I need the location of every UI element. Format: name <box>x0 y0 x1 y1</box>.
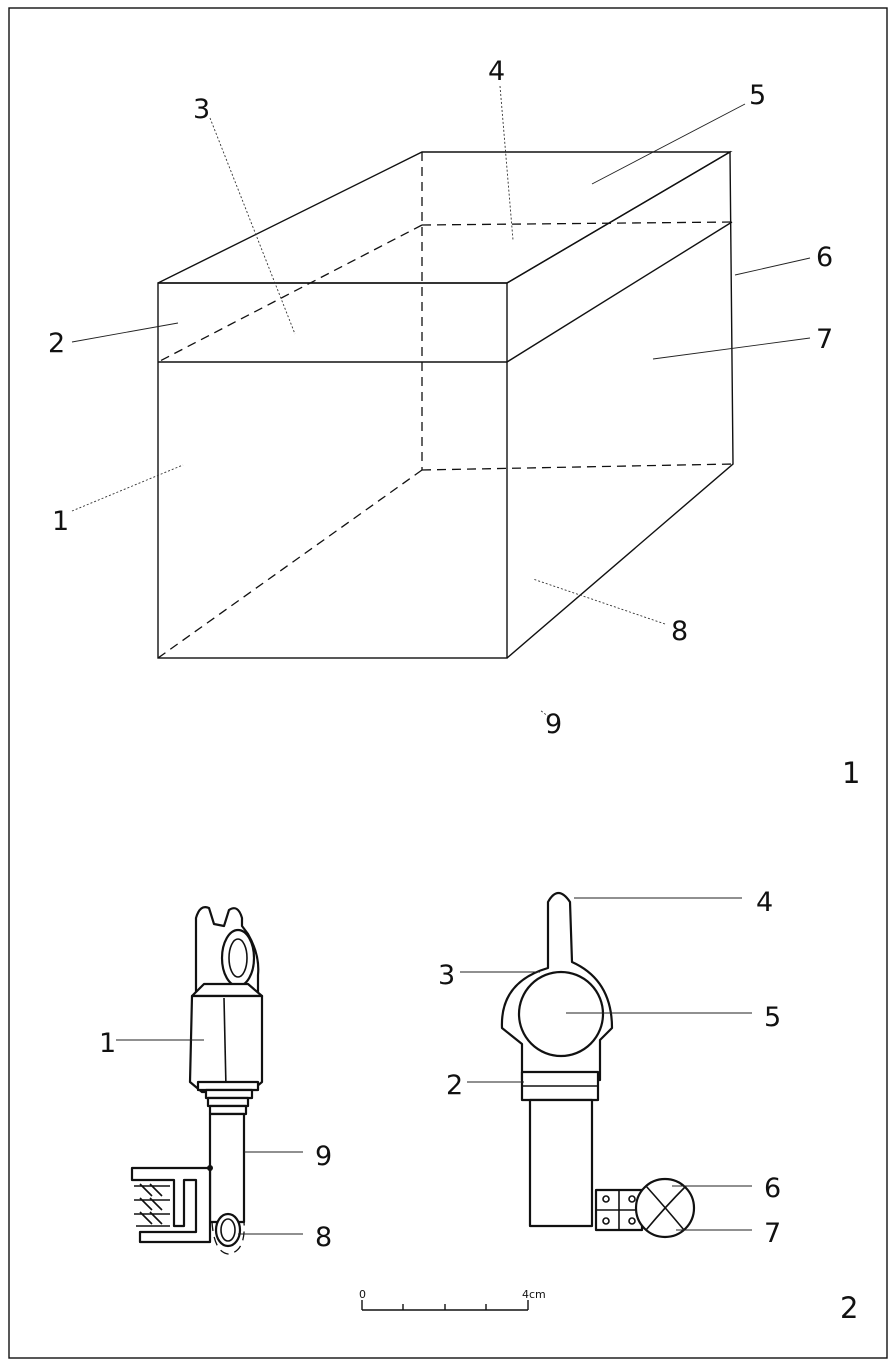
leader-7 <box>652 337 811 360</box>
key-stem <box>528 1098 594 1228</box>
box-label-3: 3 <box>193 94 210 125</box>
key-shaft <box>208 1112 246 1224</box>
key-bit-hatching <box>139 1183 163 1225</box>
key-bit-cross <box>645 1185 687 1231</box>
scale-label-end: 4cm <box>522 1288 546 1301</box>
leader-5 <box>591 103 746 185</box>
leader-1 <box>71 464 184 512</box>
box-top-face <box>157 151 733 284</box>
hidden-edge-bottom-left <box>157 469 423 659</box>
key-bit-dot-4 <box>628 1217 636 1225</box>
plate-border <box>8 7 888 1359</box>
key-bit-dot-3 <box>602 1217 610 1225</box>
box-label-9: 9 <box>545 709 562 740</box>
box-diagram: 1 2 3 4 5 6 7 8 9 1 <box>48 56 860 790</box>
leader-8 <box>532 578 666 625</box>
key-ring-4 <box>208 1104 248 1116</box>
right-key-drawing: 4 3 5 2 6 7 <box>438 887 781 1249</box>
key-bit-dot-2 <box>628 1195 636 1203</box>
left-key-label-9: 9 <box>315 1141 332 1172</box>
key-shaft-hole-inner <box>220 1218 236 1242</box>
scale-label-start: 0 <box>359 1288 366 1301</box>
lid-side-line <box>506 221 733 363</box>
key-bit <box>130 1166 212 1244</box>
left-key-label-1: 1 <box>99 1028 116 1059</box>
key-rivet <box>207 1165 213 1171</box>
box-label-1: 1 <box>52 506 69 537</box>
right-key-label-5: 5 <box>764 1002 781 1033</box>
box-label-8: 8 <box>671 616 688 647</box>
key-collar-top <box>190 982 264 998</box>
leader-4 <box>499 85 514 241</box>
right-key-label-4: 4 <box>756 887 773 918</box>
box-side-face <box>506 150 734 659</box>
scale-bar: 0 4cm <box>359 1288 546 1311</box>
leader-9 <box>539 709 550 718</box>
key-shaft-hole <box>214 1212 242 1248</box>
leader-2 <box>71 322 179 343</box>
left-key-label-8: 8 <box>315 1222 332 1253</box>
hidden-lid-left <box>157 224 423 363</box>
key-bit-teeth <box>134 1185 170 1227</box>
hidden-edge-bottom-back <box>421 463 734 471</box>
box-label-6: 6 <box>816 242 833 273</box>
key-shaft-end-hidden <box>211 1221 245 1255</box>
right-key-label-3: 3 <box>438 960 455 991</box>
box-label-7: 7 <box>816 324 833 355</box>
left-key-drawing: 1 9 8 <box>99 906 332 1255</box>
key-grip-ridge <box>223 997 227 1089</box>
box-label-2: 2 <box>48 328 65 359</box>
hidden-lid-back <box>421 221 734 226</box>
box-front-face <box>157 282 508 659</box>
key-ring-2 <box>204 1088 254 1100</box>
key-bow-hole <box>228 938 248 978</box>
leader-6 <box>734 257 811 276</box>
key-ring-1 <box>196 1080 260 1092</box>
right-key-label-7: 7 <box>764 1218 781 1249</box>
figure-number-2: 2 <box>840 1291 858 1325</box>
right-key-label-2: 2 <box>446 1070 463 1101</box>
leader-3 <box>209 117 296 335</box>
box-label-4: 4 <box>488 56 505 87</box>
right-key-label-6: 6 <box>764 1173 781 1204</box>
figure-number-1: 1 <box>842 756 860 790</box>
key-ring-3 <box>206 1096 250 1108</box>
key-bow-opening <box>517 970 605 1058</box>
box-label-5: 5 <box>749 80 766 111</box>
key-bit-dot-1 <box>602 1195 610 1203</box>
